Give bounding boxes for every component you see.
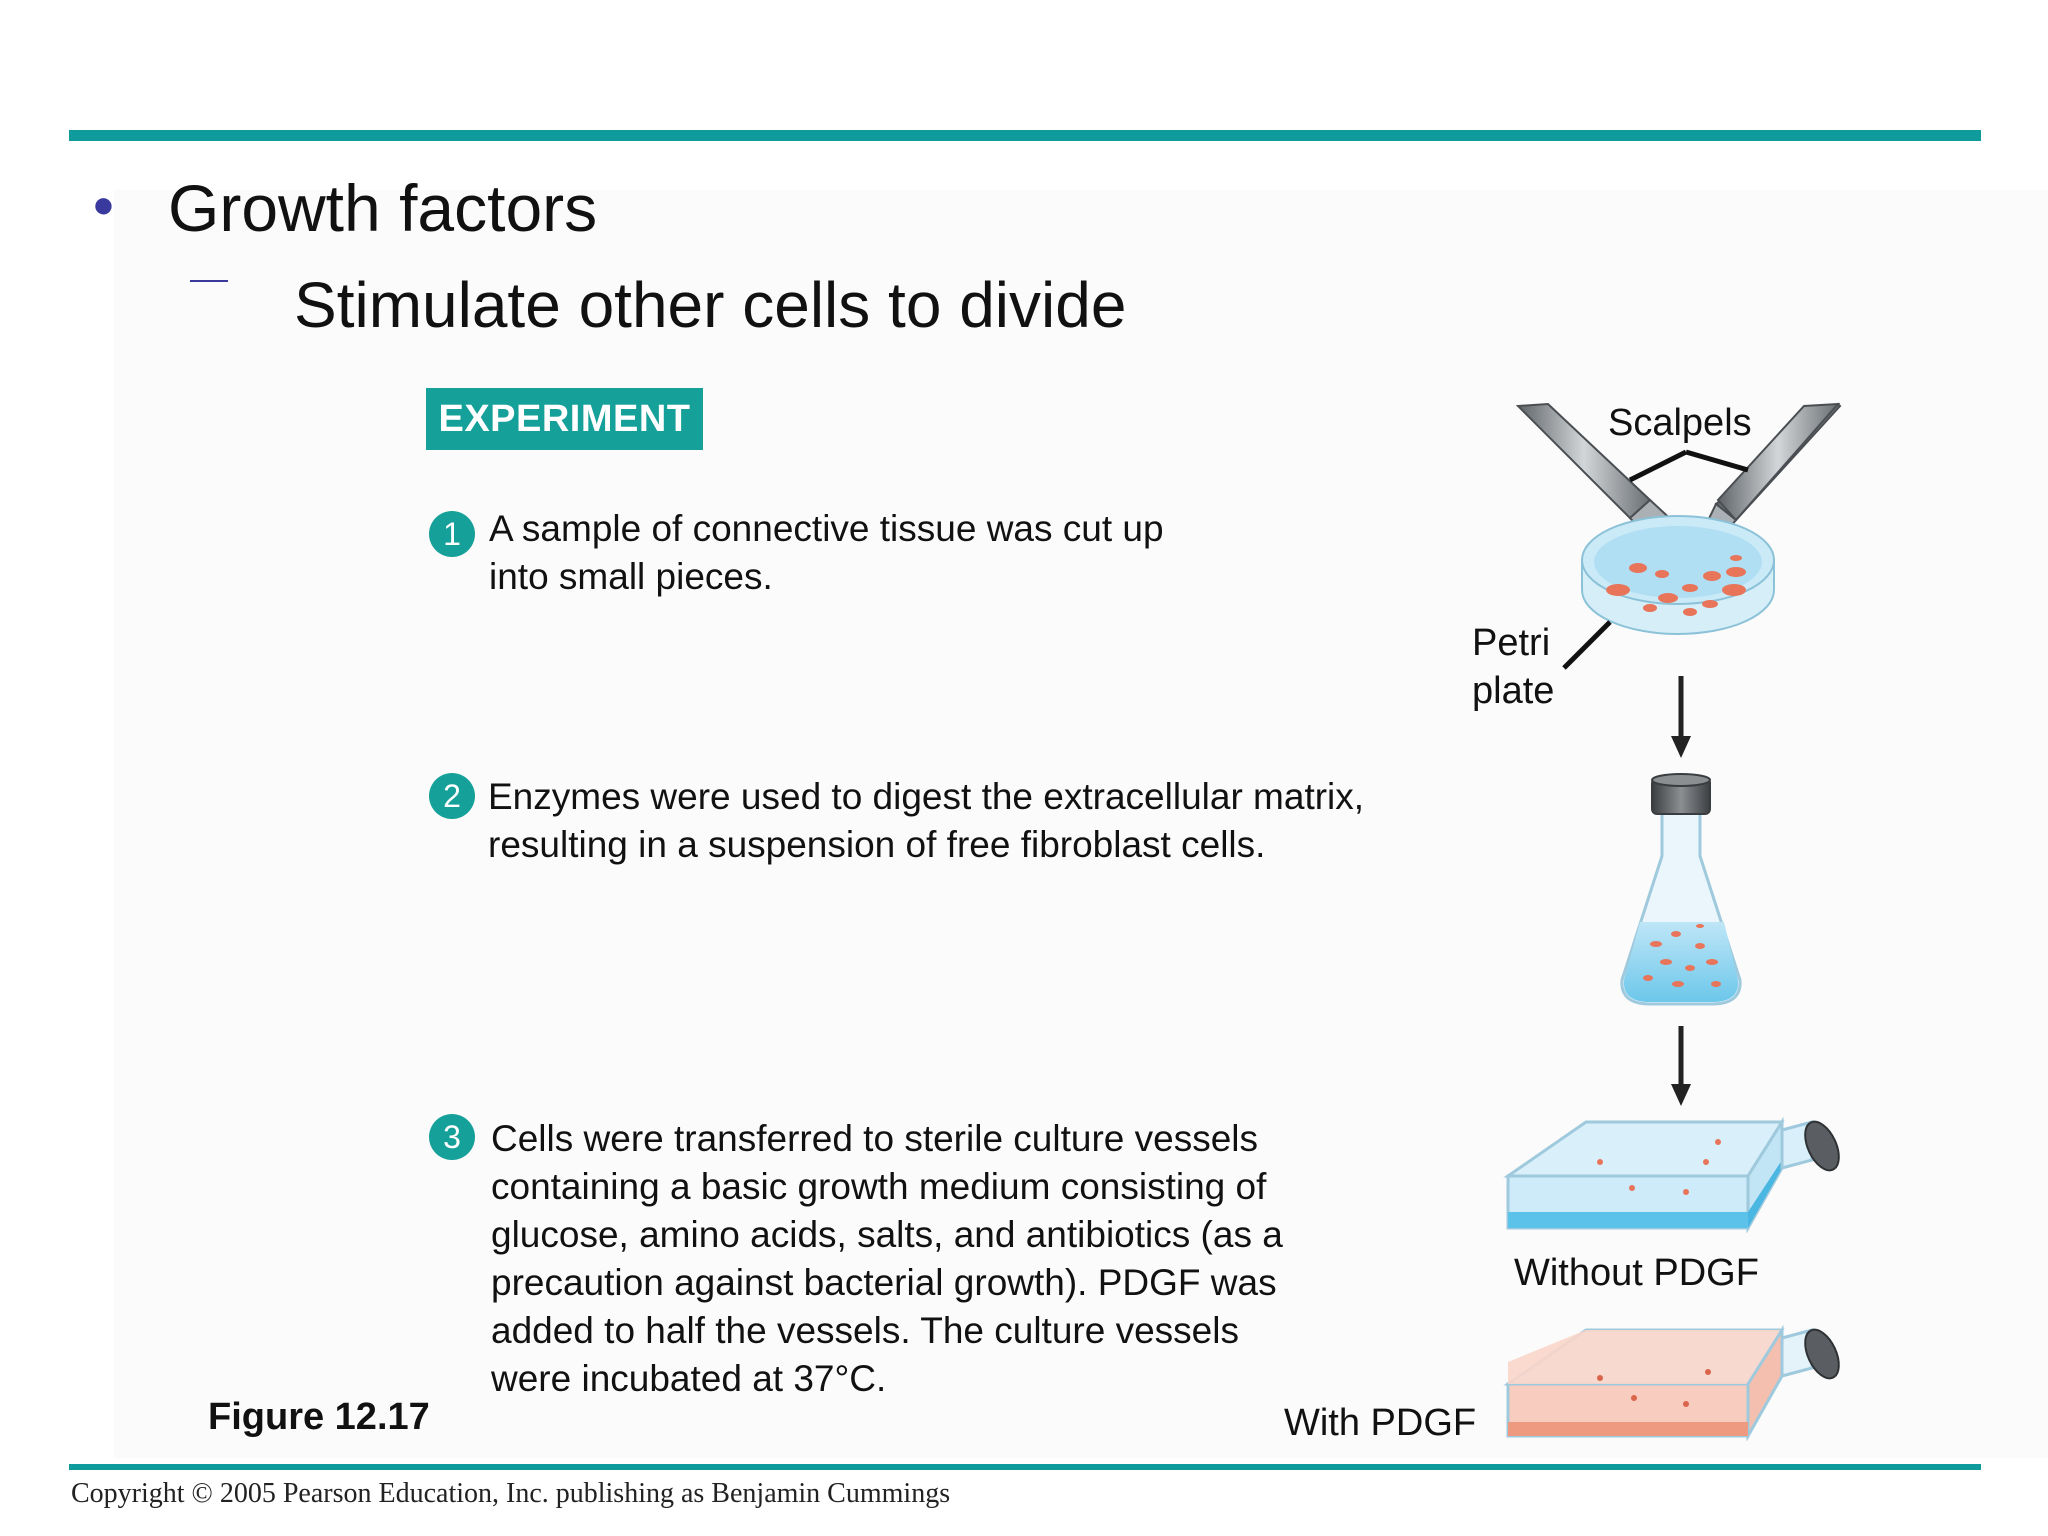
step-2-text: Enzymes were used to digest the extracel…: [488, 773, 1364, 869]
step-3-line: added to half the vessels. The culture v…: [491, 1310, 1239, 1351]
step-number-1: 1: [429, 511, 475, 557]
sub-bullet-dash-icon: [190, 280, 228, 282]
copyright-text: Copyright © 2005 Pearson Education, Inc.…: [71, 1478, 951, 1509]
down-arrow-icon: [1671, 1026, 1691, 1106]
sub-bullet-text: Stimulate other cells to divide: [294, 269, 1127, 341]
step-1-line: into small pieces.: [489, 556, 773, 597]
petri-plate-label-line-1: Petri: [1472, 622, 1551, 664]
bottom-rule: [69, 1464, 1981, 1470]
with-pdgf-label: With PDGF: [1284, 1402, 1477, 1444]
step-3-line: Cells were transferred to sterile cultur…: [491, 1118, 1259, 1159]
scalpels-label: Scalpels: [1608, 402, 1752, 444]
without-pdgf-label: Without PDGF: [1514, 1252, 1759, 1294]
step-number-3: 3: [429, 1114, 475, 1160]
bullet-dot-icon: ●: [92, 184, 115, 226]
flask-icon: [1620, 773, 1742, 1006]
step-3-line: precaution against bacterial growth). PD…: [491, 1262, 1277, 1303]
experiment-label: EXPERIMENT: [426, 388, 703, 450]
culture-vessel-without-pdgf-icon: [1503, 1116, 1840, 1234]
step-3-line: containing a basic growth medium consist…: [491, 1166, 1267, 1207]
figure-label: Figure 12.17: [208, 1396, 430, 1438]
petri-plate-label-line-2: plate: [1472, 670, 1555, 712]
bullet-title: Growth factors: [168, 171, 598, 245]
culture-vessel-with-pdgf-icon: [1503, 1324, 1840, 1442]
step-3-line: glucose, amino acids, salts, and antibio…: [491, 1214, 1283, 1255]
petri-plate-icon: [1581, 515, 1775, 635]
step-2-line: resulting in a suspension of free fibrob…: [488, 824, 1266, 865]
top-rule: [69, 130, 1981, 141]
down-arrow-icon: [1671, 676, 1691, 758]
step-3-text: Cells were transferred to sterile cultur…: [491, 1115, 1283, 1403]
step-2-line: Enzymes were used to digest the extracel…: [488, 776, 1365, 817]
petri-pointer-line: [1562, 620, 1612, 670]
step-number-2: 2: [429, 773, 475, 819]
step-3-line: were incubated at 37°C.: [491, 1358, 887, 1399]
step-1-text: A sample of connective tissue was cut up…: [489, 505, 1164, 601]
step-1-line: A sample of connective tissue was cut up: [489, 508, 1164, 549]
scalpels-pointer-lines: [1628, 449, 1749, 483]
